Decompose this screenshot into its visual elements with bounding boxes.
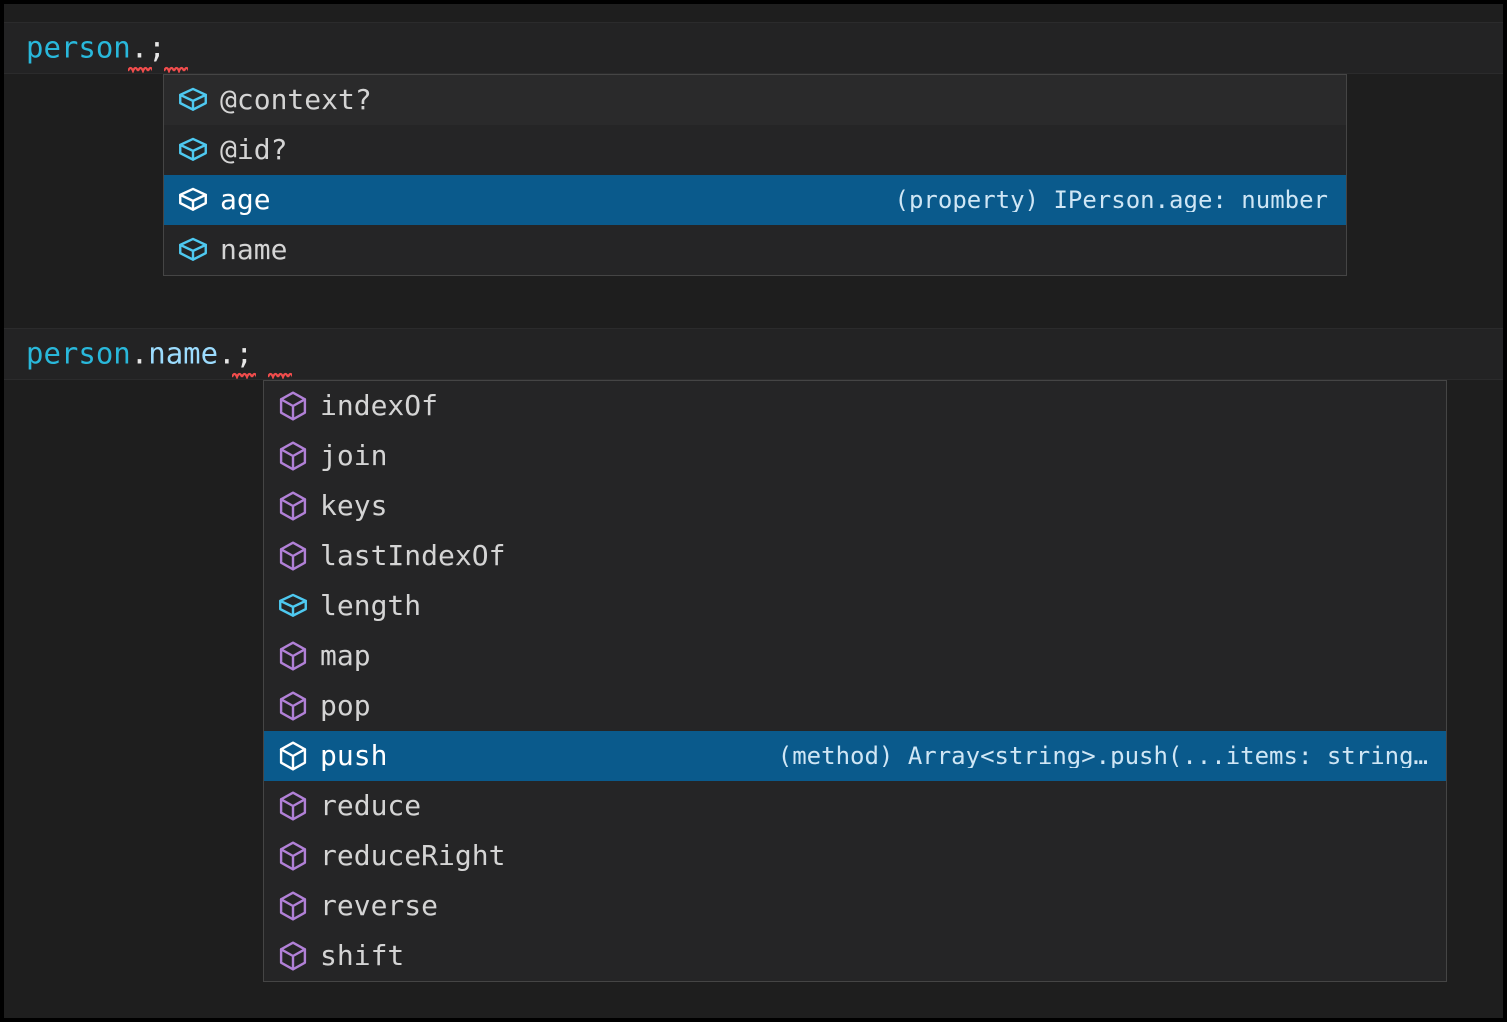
method-cube-icon bbox=[274, 837, 312, 875]
code-line-1-text: person.; bbox=[26, 30, 166, 65]
suggest-item-label: join bbox=[320, 439, 388, 472]
suggest-item[interactable]: name bbox=[164, 225, 1346, 275]
suggest-item[interactable]: age (property) IPerson.age: number bbox=[164, 175, 1346, 225]
suggest-item-label: lastIndexOf bbox=[320, 539, 506, 572]
suggest-item[interactable]: length bbox=[264, 581, 1446, 631]
suggest-item[interactable]: reverse bbox=[264, 881, 1446, 931]
method-cube-icon bbox=[274, 887, 312, 925]
method-cube-icon bbox=[274, 787, 312, 825]
suggest-item-label: map bbox=[320, 639, 371, 672]
suggest-item-label: reverse bbox=[320, 889, 439, 922]
code-token-property: name bbox=[148, 336, 219, 371]
suggest-item-label: indexOf bbox=[320, 389, 439, 422]
method-cube-icon bbox=[274, 937, 312, 975]
method-cube-icon bbox=[274, 687, 312, 725]
suggest-item-label: name bbox=[220, 233, 288, 266]
suggest-item-label: age bbox=[220, 183, 271, 216]
suggest-list-person[interactable]: @context? @id? age (property) IPerson.age: … bbox=[164, 75, 1346, 275]
property-cube-icon bbox=[174, 231, 212, 269]
suggest-item-label: push bbox=[320, 739, 388, 772]
error-squiggle-line2-semicolon bbox=[268, 370, 292, 379]
suggest-item[interactable]: shift bbox=[264, 931, 1446, 981]
property-cube-icon bbox=[274, 587, 312, 625]
suggest-item[interactable]: reduce bbox=[264, 781, 1446, 831]
suggest-item-label: keys bbox=[320, 489, 388, 522]
code-token-punctuation: . bbox=[218, 336, 236, 371]
suggest-item[interactable]: lastIndexOf bbox=[264, 531, 1446, 581]
suggest-item[interactable]: keys bbox=[264, 481, 1446, 531]
suggest-item-label: shift bbox=[320, 939, 405, 972]
code-token-variable: person bbox=[26, 30, 131, 65]
property-cube-icon bbox=[174, 131, 212, 169]
code-line-2-text: person.name.; bbox=[26, 336, 254, 371]
property-cube-icon bbox=[174, 181, 212, 219]
suggest-item[interactable]: join bbox=[264, 431, 1446, 481]
method-cube-icon bbox=[274, 537, 312, 575]
suggest-item-detail: (method) Array<string>.push(...items: st… bbox=[777, 744, 1428, 768]
error-squiggle-line1-semicolon bbox=[164, 64, 188, 73]
suggest-list-person-name[interactable]: indexOf join keys lastIndexOf length map pop pu… bbox=[264, 381, 1446, 981]
suggest-item[interactable]: indexOf bbox=[264, 381, 1446, 431]
suggest-item-label: length bbox=[320, 589, 422, 622]
suggest-item-label: reduceRight bbox=[320, 839, 506, 872]
editor-line-2[interactable]: person.name.; bbox=[4, 328, 1503, 380]
suggest-item[interactable]: pop bbox=[264, 681, 1446, 731]
method-cube-icon bbox=[274, 737, 312, 775]
method-cube-icon bbox=[274, 637, 312, 675]
code-token-punctuation: . bbox=[130, 336, 149, 371]
suggest-widget-person[interactable]: @context? @id? age (property) IPerson.age: … bbox=[163, 74, 1347, 276]
suggest-item-label: @context? bbox=[220, 83, 372, 116]
code-token-variable: person bbox=[26, 336, 131, 371]
code-editor[interactable]: person.; @context? @id? age (property) IPer… bbox=[4, 4, 1503, 1018]
method-cube-icon bbox=[274, 387, 312, 425]
method-cube-icon bbox=[274, 487, 312, 525]
code-token-punctuation: . bbox=[130, 30, 149, 65]
editor-line-1[interactable]: person.; bbox=[4, 22, 1503, 74]
error-squiggle-line2-dot bbox=[232, 370, 256, 379]
suggest-item[interactable]: @id? bbox=[164, 125, 1346, 175]
suggest-item-label: reduce bbox=[320, 789, 422, 822]
suggest-widget-person-name[interactable]: indexOf join keys lastIndexOf length map pop pu… bbox=[263, 380, 1447, 982]
code-token-punctuation: ; bbox=[235, 336, 254, 371]
suggest-item[interactable]: reduceRight bbox=[264, 831, 1446, 881]
suggest-item[interactable]: push (method) Array<string>.push(...items… bbox=[264, 731, 1446, 781]
suggest-item-label: pop bbox=[320, 689, 371, 722]
suggest-item[interactable]: @context? bbox=[164, 75, 1346, 125]
suggest-item-detail: (property) IPerson.age: number bbox=[894, 188, 1328, 212]
suggest-item-label: @id? bbox=[220, 133, 288, 166]
property-cube-icon bbox=[174, 81, 212, 119]
suggest-item[interactable]: map bbox=[264, 631, 1446, 681]
method-cube-icon bbox=[274, 437, 312, 475]
code-token-punctuation: ; bbox=[148, 30, 166, 65]
error-squiggle-line1-dot bbox=[128, 64, 152, 73]
